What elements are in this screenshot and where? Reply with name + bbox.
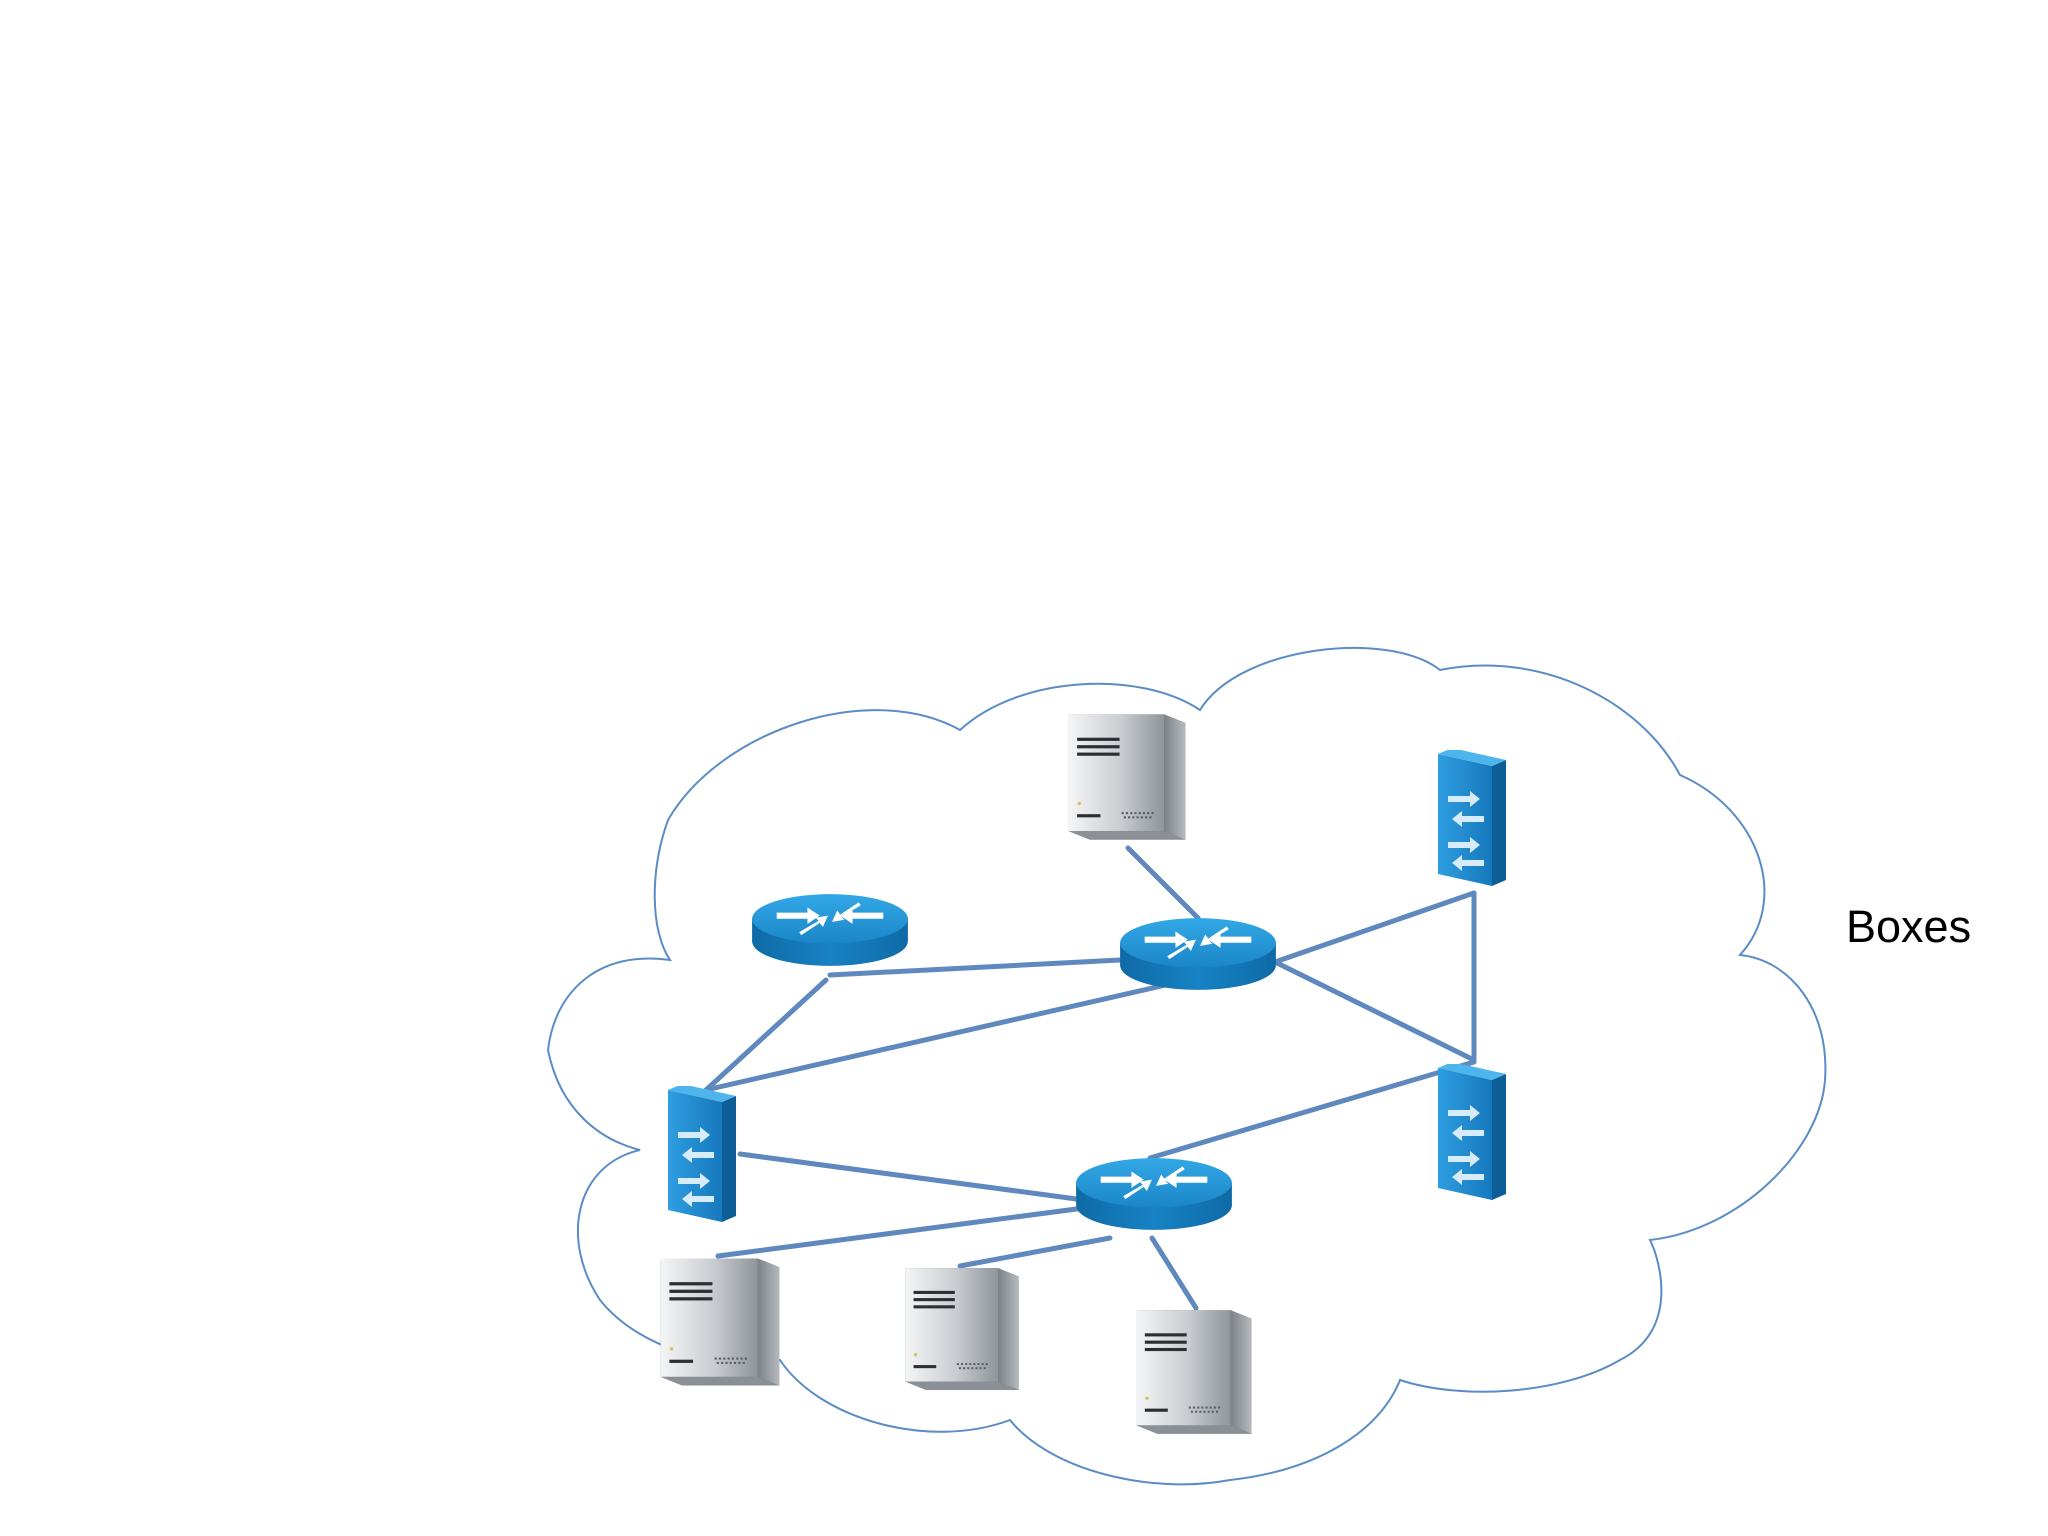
switch-bottom-right-icon bbox=[1438, 1064, 1506, 1200]
link-router-bottom-server-bottom-right bbox=[1149, 1235, 1199, 1311]
link-router-center-switch-bottom-right bbox=[1272, 959, 1477, 1063]
server-bottom-middle-icon bbox=[905, 1268, 1019, 1390]
server-top-icon bbox=[1068, 714, 1186, 840]
router-center-icon bbox=[1120, 918, 1276, 990]
link-router-center-switch-top-right bbox=[1272, 890, 1477, 965]
link-switch-bottom-right-router-bottom bbox=[1147, 1059, 1477, 1161]
server-bottom-left-icon bbox=[660, 1258, 780, 1386]
switch-top-right-icon bbox=[1438, 750, 1506, 886]
link-router-left-router-center bbox=[827, 957, 1123, 978]
network-links bbox=[703, 845, 1477, 1311]
switch-left-icon bbox=[668, 1086, 736, 1222]
link-switch-left-router-bottom bbox=[737, 1151, 1087, 1203]
server-bottom-right-icon bbox=[1136, 1310, 1252, 1434]
link-router-left-switch-left bbox=[703, 977, 829, 1093]
router-bottom-icon bbox=[1076, 1158, 1232, 1230]
boxes-label: Boxes bbox=[1846, 901, 1972, 952]
link-switch-left-router-center bbox=[703, 981, 1173, 1093]
router-left-icon bbox=[752, 894, 908, 966]
link-server-top-router-center bbox=[1125, 845, 1201, 921]
network-cloud bbox=[546, 646, 1827, 1486]
link-router-bottom-server-bottom-left bbox=[715, 1205, 1087, 1259]
link-router-bottom-server-bottom-middle bbox=[957, 1235, 1113, 1269]
